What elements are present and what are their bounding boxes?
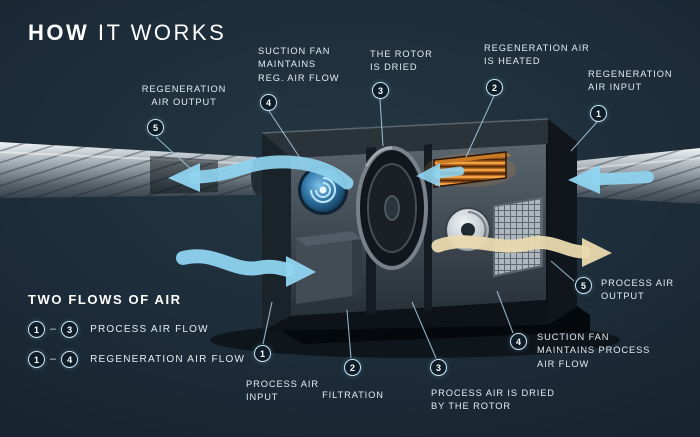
range-dash: – xyxy=(50,353,57,365)
heated-air-arrow xyxy=(416,163,465,187)
legend-label: PROCESS AIR FLOW xyxy=(90,324,209,335)
electrical-box xyxy=(296,231,362,304)
callout-number-badge: 1 xyxy=(254,345,271,362)
regen-input-arrow xyxy=(568,165,654,194)
filter-panel xyxy=(493,196,543,278)
callout-number-badge: 1 xyxy=(28,351,45,368)
page-title: HOW IT WORKS xyxy=(28,20,226,46)
callout-number-badge: 4 xyxy=(61,351,79,368)
legend-item-process-flow: 1 – 3 PROCESS AIR FLOW xyxy=(28,321,209,338)
heater xyxy=(424,151,516,188)
callout-number-badge: 4 xyxy=(260,94,277,111)
callout-label-regen-output: REGENERATION AIR OUTPUT xyxy=(141,84,227,108)
callout-number-badge: 2 xyxy=(486,79,503,96)
title-bold: HOW xyxy=(28,20,90,45)
legend-label: REGENERATION AIR FLOW xyxy=(90,354,246,365)
callout-number-badge: 3 xyxy=(61,321,79,338)
callout-number-badge: 2 xyxy=(344,359,361,376)
callout-label-process-dried: PROCESS AIR IS DRIED BY THE ROTOR xyxy=(431,388,555,412)
callout-label-process-input: PROCESS AIR INPUT xyxy=(246,379,319,403)
process-input-arrow xyxy=(176,249,316,287)
callout-number-badge: 4 xyxy=(510,333,527,350)
callout-label-process-output: PROCESS AIR OUTPUT xyxy=(601,278,674,302)
regen-output-arrow xyxy=(168,155,354,192)
range-dash: – xyxy=(50,323,57,335)
leader-lines xyxy=(155,95,598,359)
callout-number-badge: 5 xyxy=(147,119,164,136)
callout-number-badge: 3 xyxy=(430,359,447,376)
callout-label-regen-heated: REGENERATION AIR IS HEATED xyxy=(484,43,590,67)
callout-number-badge: 5 xyxy=(575,277,592,294)
process-output-arrow xyxy=(431,235,612,267)
callout-label-filtration: FILTRATION xyxy=(322,390,384,400)
callout-number-badge: 3 xyxy=(372,82,389,99)
legend-title: TWO FLOWS OF AIR xyxy=(28,292,182,307)
legend-item-regeneration-flow: 1 – 4 REGENERATION AIR FLOW xyxy=(28,351,245,368)
callout-label-suction-fan-process: SUCTION FAN MAINTAINS PROCESS AIR FLOW xyxy=(537,332,651,369)
rotor xyxy=(356,146,428,270)
callout-label-rotor-dried: THE ROTOR IS DRIED xyxy=(370,49,433,73)
callout-number-badge: 1 xyxy=(28,321,45,338)
callout-label-suction-fan-regen: SUCTION FAN MAINTAINS REG. AIR FLOW xyxy=(258,46,340,83)
title-rest: IT WORKS xyxy=(89,20,227,45)
callout-label-regen-input: REGENERATION AIR INPUT xyxy=(588,69,673,93)
callout-number-badge: 1 xyxy=(590,105,607,122)
